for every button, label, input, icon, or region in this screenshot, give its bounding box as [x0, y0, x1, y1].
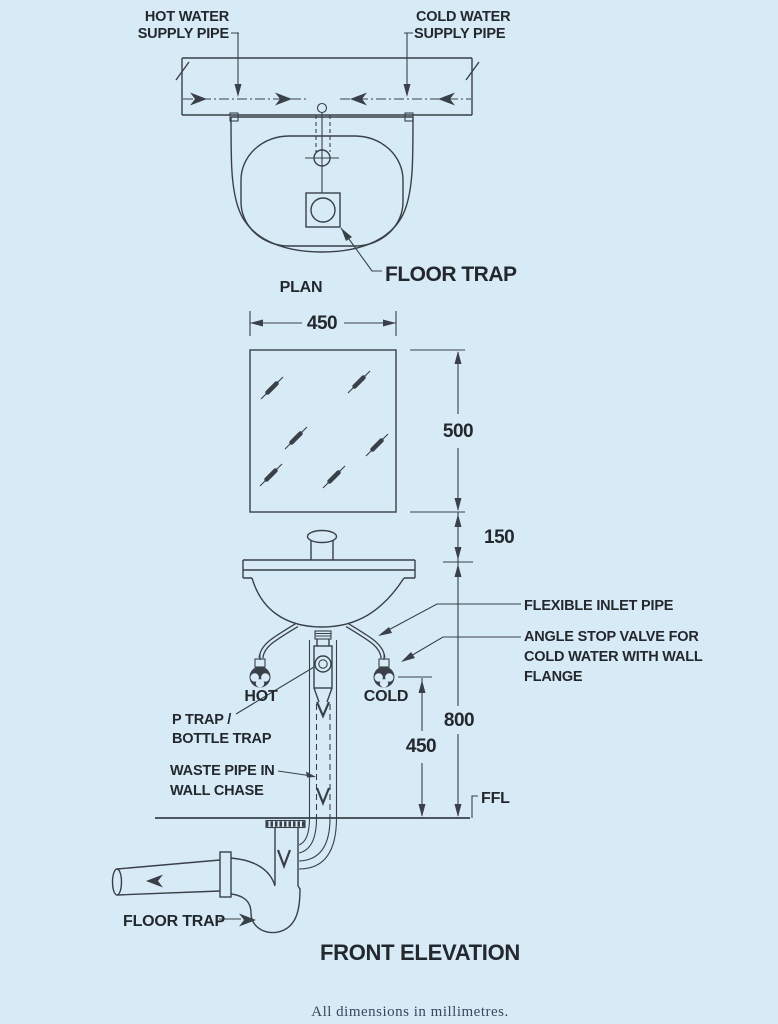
flow-arrow-right-icon: [275, 92, 292, 106]
leader-arrow-icon: [239, 913, 256, 927]
flexible-inlet-pipes: [258, 622, 386, 659]
hot-label: HOT: [244, 688, 278, 705]
basin-shelf: [242, 559, 416, 579]
basin-elevation: [242, 529, 416, 703]
basin-plan: [229, 112, 414, 272]
dimensions-note: All dimensions in millimetres.: [311, 1004, 509, 1020]
elevation-floor-trap-label: FLOOR TRAP: [123, 913, 226, 930]
plan-title: PLAN: [280, 279, 323, 296]
front-elevation: [111, 311, 521, 934]
plan-floor-trap-label: FLOOR TRAP: [385, 263, 517, 286]
flow-arrow-right-icon: [190, 92, 207, 106]
waste-pipe-label-line2: WALL CHASE: [170, 783, 264, 799]
flow-arrow-left-icon: [438, 92, 455, 106]
elevation-title: FRONT ELEVATION: [320, 940, 520, 965]
ffl-label: FFL: [481, 790, 510, 807]
mirror: [249, 349, 397, 513]
leader-arrow-icon: [306, 771, 316, 778]
dim-450-width: 450: [307, 313, 337, 334]
angle-stop-label-line1: ANGLE STOP VALVE FOR: [524, 629, 699, 645]
leader-arrow-icon: [401, 652, 415, 662]
cold-label: COLD: [364, 688, 409, 705]
text-labels: HOT WATER SUPPLY PIPE COLD WATER SUPPLY …: [123, 9, 703, 1020]
bottle-trap: [313, 630, 333, 703]
dim-150: 150: [484, 527, 514, 548]
floor-trap-assembly: [111, 817, 338, 934]
flow-arrow-left-icon: [146, 874, 163, 888]
down-arrow-icon: [234, 84, 242, 97]
pipe-collar: [219, 851, 232, 898]
dim-mirror-gap: [443, 512, 473, 563]
dim-rim-height: [454, 562, 462, 817]
supply-connection-point: [316, 102, 328, 114]
hot-water-label-line2: SUPPLY PIPE: [138, 26, 230, 42]
break-mark-icon: [175, 61, 480, 81]
dim-800: 800: [444, 710, 474, 731]
flexible-inlet-label: FLEXIBLE INLET PIPE: [524, 598, 674, 614]
down-arrow-icon: [403, 84, 411, 97]
supply-pipe-leaders: [231, 32, 413, 97]
outlet-pipe: [116, 859, 221, 896]
hot-water-label-line1: HOT WATER: [145, 9, 230, 25]
basin-rim-plan: [240, 135, 404, 247]
cold-water-label-line1: COLD WATER: [416, 9, 511, 25]
hot-angle-stop-valve: [249, 654, 271, 688]
angle-stop-label-line2: COLD WATER WITH WALL: [524, 649, 703, 665]
dim-500: 500: [443, 421, 473, 442]
dim-mirror-width: [249, 311, 397, 336]
mirror-hatch-icon: [259, 370, 389, 489]
flow-arrow-left-icon: [350, 92, 367, 106]
wall-band: [175, 57, 480, 116]
p-trap-label-line2: BOTTLE TRAP: [172, 731, 272, 747]
angle-stop-label-line3: FLANGE: [524, 669, 583, 685]
flow-down-chevron-icon: [276, 849, 292, 870]
cold-angle-stop-valve: [373, 654, 395, 688]
dim-450-height: 450: [406, 736, 436, 757]
basin-bowl: [251, 577, 405, 628]
tap-elevation: [306, 529, 338, 544]
floor-trap-plan: [305, 192, 341, 228]
cold-water-label-line2: SUPPLY PIPE: [414, 26, 506, 42]
dim-valve-height: [398, 676, 432, 817]
p-trap-label-line1: P TRAP /: [172, 712, 231, 728]
ffl-marker: [471, 795, 478, 818]
dim-mirror-height: [410, 349, 465, 513]
label-leaders: [235, 603, 521, 778]
waste-pipe-label-line1: WASTE PIPE IN: [170, 763, 275, 779]
flow-down-chevron-icon: [315, 701, 331, 806]
plan-view: [175, 32, 480, 272]
leader-arrow-icon: [378, 627, 392, 636]
